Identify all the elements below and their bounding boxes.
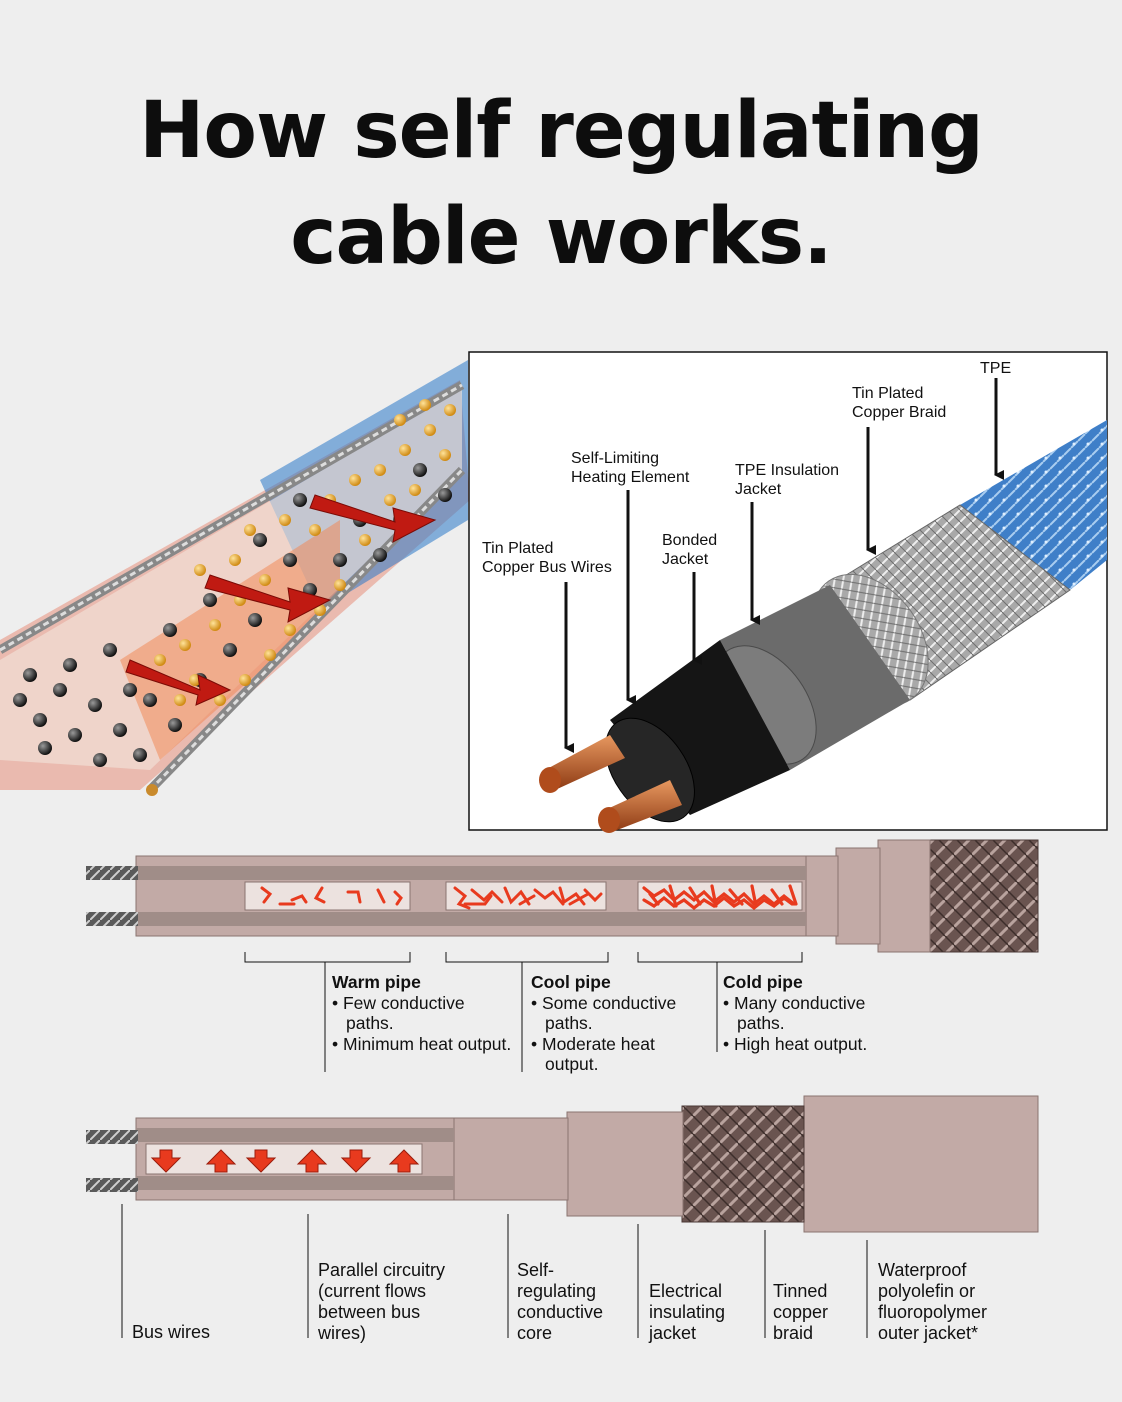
layer-label-line: regulating (517, 1281, 597, 1301)
label-bus-wires: Tin Plated Copper Bus Wires (482, 539, 612, 577)
label-bonded-jacket-line-1: Bonded (662, 532, 718, 549)
label-copper-braid: Tin Plated Copper Braid (852, 384, 946, 422)
layer-label-line: fluoropolymer (878, 1302, 988, 1322)
label-heating-element-line-1: Self-Limiting (571, 450, 660, 467)
layer-label-line: Parallel circuitry (318, 1260, 446, 1280)
layer-label-parallel-circuitry: Parallel circuitry (current flows betwee… (318, 1260, 445, 1344)
label-bonded-jacket: Bonded Jacket (662, 531, 717, 569)
heat-output-cable (86, 839, 1039, 1072)
label-insulation-jacket-line-2: Jacket (735, 481, 782, 498)
cool-pipe-point: • Some conductive paths. (531, 992, 677, 1034)
layer-label-line: jacket (649, 1323, 697, 1343)
cool-pipe-caption: Cool pipe • Some conductive paths. • Mod… (531, 972, 711, 1075)
cold-pipe-point: • High heat output. (723, 1033, 868, 1054)
layer-label-line: Bus wires (132, 1322, 211, 1342)
label-insulation-jacket: TPE Insulation Jacket (735, 461, 839, 499)
layer-label-line: insulating (649, 1302, 726, 1322)
cool-pipe-point: • Moderate heat output. (531, 1033, 655, 1075)
layer-label-outer-jacket: Waterproof polyolefin or fluoropolymer o… (878, 1260, 987, 1344)
layer-label-line: Self- (517, 1260, 555, 1280)
label-insulation-jacket-line-1: TPE Insulation (735, 462, 840, 479)
title-line-1: How self regulating (139, 86, 984, 176)
layer-label-line: between bus (318, 1302, 421, 1322)
cold-pipe-point: • Many conductive paths. (723, 992, 866, 1034)
cool-pipe-heading: Cool pipe (531, 972, 611, 992)
layer-label-line: core (517, 1323, 553, 1343)
label-tpe: TPE (980, 359, 1011, 378)
label-bonded-jacket-line-2: Jacket (662, 551, 709, 568)
layer-label-line: outer jacket* (878, 1323, 979, 1343)
layer-label-line: conductive (517, 1302, 604, 1322)
warm-pipe-heading: Warm pipe (332, 972, 421, 992)
warm-pipe-caption: Warm pipe • Few conductive paths. • Mini… (332, 972, 512, 1054)
label-bus-wires-line-1: Tin Plated (482, 540, 554, 557)
page-title: How self regulating cable works. (0, 78, 1122, 290)
layer-label-line: copper (773, 1302, 829, 1322)
cable-cutaway-illustration (468, 351, 1108, 833)
layer-label-line: Waterproof (878, 1260, 967, 1280)
cold-pipe-heading: Cold pipe (723, 972, 803, 992)
layer-label-copper-braid: Tinned copper braid (773, 1281, 828, 1344)
cable-layers-diagram (86, 1095, 1039, 1338)
layer-label-line: polyolefin or (878, 1281, 976, 1301)
layer-label-line: Tinned (773, 1281, 828, 1301)
conductive-core-illustration (0, 360, 470, 796)
layer-label-line: braid (773, 1323, 814, 1343)
layer-label-bus-wires: Bus wires (132, 1322, 210, 1343)
layer-label-line: (current flows (318, 1281, 427, 1301)
warm-pipe-point: • Few conductive paths. (332, 992, 465, 1034)
warm-pipe-point: • Minimum heat output. (332, 1033, 512, 1054)
layer-label-line: wires) (318, 1323, 366, 1343)
label-tpe-text: TPE (980, 360, 1012, 377)
layer-label-conductive-core: Self- regulating conductive core (517, 1260, 603, 1344)
layer-label-insulating-jacket: Electrical insulating jacket (649, 1281, 725, 1344)
cold-pipe-caption: Cold pipe • Many conductive paths. • Hig… (723, 972, 903, 1054)
label-heating-element-line-2: Heating Element (571, 469, 690, 486)
label-heating-element: Self-Limiting Heating Element (571, 449, 689, 487)
label-copper-braid-line-1: Tin Plated (852, 385, 924, 402)
label-bus-wires-line-2: Copper Bus Wires (482, 559, 612, 576)
layer-label-line: Electrical (649, 1281, 723, 1301)
title-line-2: cable works. (290, 192, 833, 282)
label-copper-braid-line-2: Copper Braid (852, 404, 947, 421)
